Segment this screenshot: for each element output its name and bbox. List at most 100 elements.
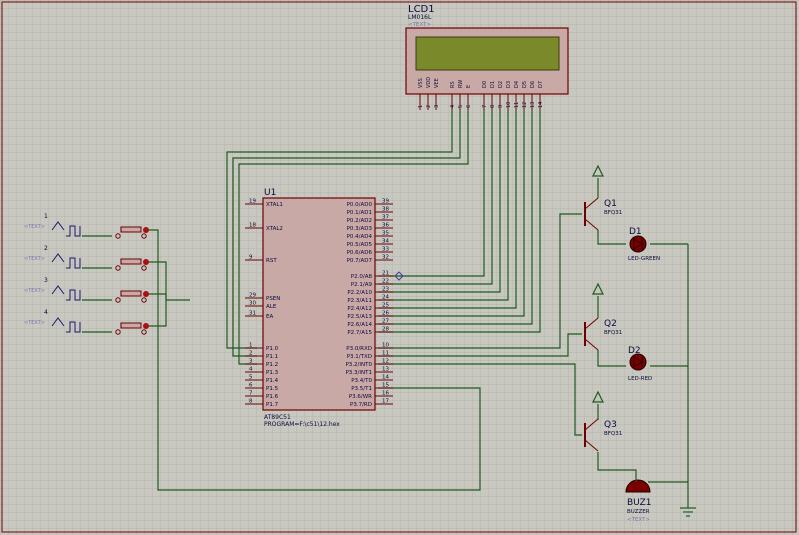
mcu-right-pin-name: P3.7/RD: [350, 402, 372, 408]
probe-marker: [394, 271, 404, 281]
lcd-pin-name: D7: [538, 81, 544, 88]
mcu-right-pin-number: 14: [382, 375, 389, 381]
clock-source-arrow: [51, 285, 65, 295]
square-wave-icon: [66, 321, 81, 333]
clock-source-1[interactable]: 1<TEXT>: [24, 213, 81, 237]
pushbutton-4[interactable]: [115, 322, 149, 335]
buzzer-body: [625, 479, 651, 493]
lcd-pin-name: D4: [514, 81, 520, 88]
transistor-ref: Q2: [604, 319, 617, 329]
clock-source-4[interactable]: 4 <TEXT>: [24, 309, 81, 333]
lcd-pin-number: 2: [426, 105, 432, 108]
mcu-right-pin-name: P0.7/AD7: [347, 258, 373, 264]
pushbutton-group: [115, 226, 149, 335]
clock-source-label: 4: [44, 309, 48, 316]
clock-source-group: 1<TEXT>2<TEXT>3<TEXT>4<TEXT>: [24, 213, 81, 333]
switch-contact-left: [115, 329, 121, 335]
pushbutton-1[interactable]: [115, 226, 149, 239]
mcu-left-pin-group: 19XTAL118XTAL29RST29PSEN30ALE31EA1P1.02P…: [245, 199, 283, 408]
mcu-right-pin-name: P2.1/A9: [351, 282, 373, 288]
led-d1-symbol: [633, 238, 643, 250]
square-wave-icon: [66, 289, 81, 301]
clock-source-label: 2: [44, 245, 48, 252]
led-d1-part: LED-GREEN: [628, 256, 660, 262]
lcd-pin-name: E: [466, 85, 472, 88]
power-arrows: [592, 164, 604, 403]
pushbutton-2[interactable]: [115, 258, 149, 271]
buzzer-part: BUZZER: [627, 509, 650, 515]
transistor-ref: Q1: [604, 199, 617, 209]
transistor-part: BFQ31: [604, 431, 622, 437]
clock-source-text-tag: <TEXT>: [24, 320, 45, 326]
lcd-component[interactable]: LCD1 LM016L <TEXT> VSS1VDD2VEE3RS4RW5E6D…: [405, 4, 569, 110]
lcd-pin-number: 4: [450, 105, 456, 108]
transistor-emitter-lead: [584, 218, 599, 231]
led-d2[interactable]: D2 LED-RED: [628, 346, 652, 382]
mcu-right-pin-number: 32: [382, 255, 389, 261]
switch-contact-left: [115, 297, 121, 303]
buzzer-text-tag: <TEXT>: [627, 517, 650, 523]
pushbutton-3[interactable]: [115, 290, 149, 303]
wire-q3-emitter: [597, 452, 637, 478]
mcu-right-pin-name: P3.0/RXD: [346, 346, 372, 352]
buzzer-ref: BUZ1: [627, 498, 652, 508]
lcd-pin-name: D0: [482, 81, 488, 88]
wire-lcd-d5: [378, 110, 525, 317]
clock-source-text-tag: <TEXT>: [24, 224, 45, 230]
clock-source-2[interactable]: 2<TEXT>: [24, 245, 81, 269]
lcd-pin-name: D3: [506, 81, 512, 88]
lcd-pin-number: 3: [434, 105, 440, 108]
wire-lcd-d3: [378, 110, 509, 301]
switch-state-dot: [143, 291, 149, 297]
transistor-ref: Q3: [604, 420, 617, 430]
mcu-left-pin-number: 9: [249, 255, 253, 261]
wire-lcd-rw: [232, 110, 461, 357]
led-d2-part: LED-RED: [628, 376, 652, 382]
clock-source-text-tag: <TEXT>: [24, 288, 45, 294]
mcu-right-pin-name: P2.0/A8: [351, 274, 373, 280]
wire-q1-emitter: [597, 230, 626, 245]
switch-contact-left: [115, 233, 121, 239]
mcu-right-pin-name: P3.3/INT1: [345, 370, 372, 376]
power-arrow-q1: [592, 164, 604, 177]
mcu-right-pin-number: 27: [382, 319, 389, 325]
mcu-component[interactable]: U1 AT89C51 PROGRAM=F:\c51\12.hex 19XTAL1…: [245, 188, 393, 428]
mcu-right-pin-group: 39P0.0/AD038P0.1/AD137P0.2/AD236P0.3/AD3…: [345, 199, 393, 408]
mcu-right-pin-name: P0.4/AD4: [347, 234, 373, 240]
switch-state-dot: [143, 227, 149, 233]
transistor-collector-lead: [584, 317, 599, 330]
mcu-right-pin-name: P3.4/T0: [351, 378, 372, 384]
mcu-right-pin-name: P0.5/AD5: [347, 242, 373, 248]
lcd-pin-name: VDD: [426, 77, 432, 88]
buzzer-component[interactable]: BUZ1 BUZZER <TEXT>: [625, 478, 652, 523]
led-d1[interactable]: D1 LED-GREEN: [628, 227, 660, 262]
square-wave-icon: [66, 225, 81, 237]
mcu-left-pin-name: PSEN: [266, 296, 280, 302]
mcu-right-pin-name: P2.2/A10: [347, 290, 372, 296]
mcu-left-pin-name: RST: [266, 258, 277, 264]
clock-source-arrow: [51, 253, 65, 263]
clock-source-3[interactable]: 3<TEXT>: [24, 277, 81, 301]
mcu-right-pin-number: 10: [382, 343, 389, 349]
mcu-left-pin-number: 1: [249, 343, 253, 349]
switch-state-dot: [143, 259, 149, 265]
mcu-right-pin-number: 24: [382, 295, 389, 301]
mcu-right-pin-name: P2.6/A14: [347, 322, 372, 328]
led-d2-body: [629, 353, 647, 371]
mcu-right-pin-name: P0.3/AD3: [347, 226, 373, 232]
switch-contact-left: [115, 265, 121, 271]
transistor-part: BFQ31: [604, 330, 622, 336]
wire-sw2: [148, 261, 167, 300]
mcu-right-pin-name: P0.0/AD0: [347, 202, 373, 208]
lcd-pin-number: 13: [530, 102, 536, 108]
wire-lcd-d6: [378, 110, 533, 325]
mcu-right-pin-number: 39: [382, 199, 389, 205]
mcu-left-pin-number: 3: [249, 359, 253, 365]
mcu-body: [262, 197, 376, 411]
